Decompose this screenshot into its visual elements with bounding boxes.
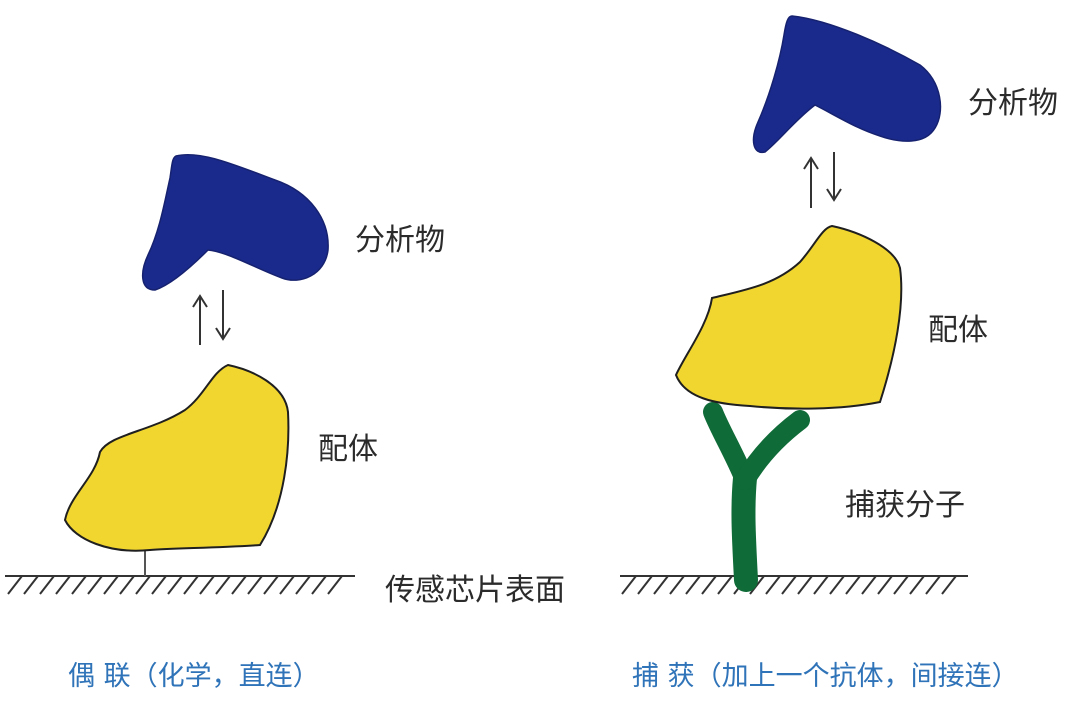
right-surface-hatch-line: [941, 575, 957, 595]
left-surface-hatch-line: [23, 575, 39, 595]
capture-molecule-shape: [703, 402, 810, 592]
left-surface-hatch-line: [263, 575, 279, 595]
left-surface-hatch-line: [71, 575, 87, 595]
left-surface-hatch-line: [327, 575, 343, 595]
left-analyte-shape: [141, 153, 329, 291]
left-surface-hatch-line: [247, 575, 263, 595]
right-surface-hatch-line: [925, 575, 941, 595]
right-surface-hatch-line: [653, 575, 669, 595]
right-surface-hatch-line: [765, 575, 781, 595]
right-ligand-label: 配体: [928, 313, 988, 348]
left-surface: [5, 575, 355, 595]
left-caption: 偶 联（化学，直连）: [68, 661, 320, 692]
left-analyte-label: 分析物: [355, 223, 445, 258]
left-surface-hatch-line: [199, 575, 215, 595]
right-surface-hatch-line: [621, 575, 637, 595]
left-surface-hatch-line: [55, 575, 71, 595]
right-surface-hatch-line: [637, 575, 653, 595]
right-surface-hatch-line: [749, 575, 765, 595]
right-surface-hatch-line: [877, 575, 893, 595]
right-caption: 捕 获（加上一个抗体，间接连）: [632, 661, 1019, 692]
right-surface-hatch-line: [685, 575, 701, 595]
right-surface: [620, 575, 968, 595]
right-surface-hatch-line: [717, 575, 733, 595]
right-ligand-shape: [674, 224, 903, 410]
left-equilibrium-arrows: [192, 290, 231, 345]
capture-molecule-label: 捕获分子: [845, 488, 965, 523]
right-surface-hatch-line: [845, 575, 861, 595]
left-surface-hatch-line: [119, 575, 135, 595]
right-analyte-label: 分析物: [968, 86, 1058, 121]
right-surface-hatch-line: [813, 575, 829, 595]
left-surface-hatch-line: [183, 575, 199, 595]
left-surface-hatch-line: [151, 575, 167, 595]
left-surface-hatch-line: [39, 575, 55, 595]
right-surface-hatch-line: [909, 575, 925, 595]
right-equilibrium-arrows: [803, 152, 842, 208]
left-surface-hatch-line: [215, 575, 231, 595]
right-analyte-shape: [752, 15, 942, 154]
surface-label: 传感芯片表面: [385, 573, 565, 608]
right-surface-hatch-line: [829, 575, 845, 595]
left-surface-hatch-line: [311, 575, 327, 595]
left-surface-hatch-line: [7, 575, 23, 595]
left-surface-hatch-line: [295, 575, 311, 595]
left-surface-hatch-line: [231, 575, 247, 595]
right-surface-hatch-line: [781, 575, 797, 595]
left-surface-hatch-line: [103, 575, 119, 595]
left-surface-hatch-line: [167, 575, 183, 595]
left-surface-hatch-line: [279, 575, 295, 595]
right-surface-hatch-line: [861, 575, 877, 595]
left-ligand-label: 配体: [318, 432, 378, 467]
right-surface-hatch-line: [797, 575, 813, 595]
right-surface-hatch-line: [669, 575, 685, 595]
left-ligand-shape: [63, 363, 290, 552]
left-surface-hatch-line: [135, 575, 151, 595]
right-surface-hatch-line: [893, 575, 909, 595]
left-surface-hatch-line: [87, 575, 103, 595]
right-surface-hatch-line: [701, 575, 717, 595]
